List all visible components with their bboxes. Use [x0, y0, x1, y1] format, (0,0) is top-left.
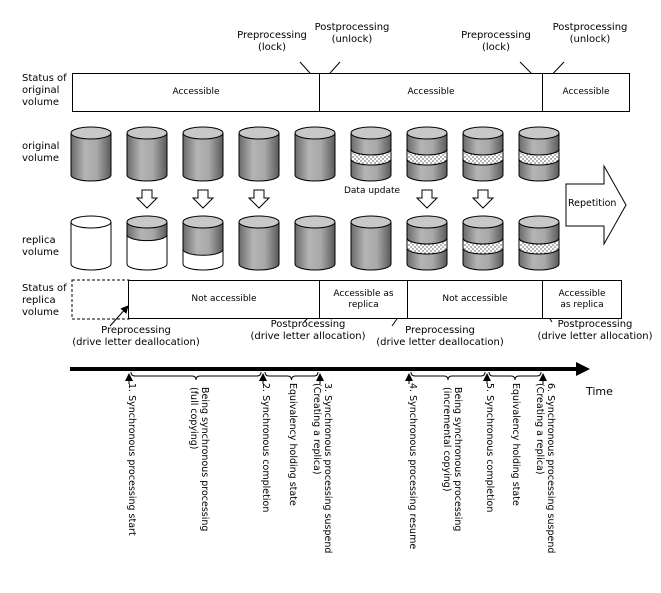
original-volume-cylinder-9	[518, 126, 560, 182]
original-volume-cylinder-6	[350, 126, 392, 182]
event-sync-processing-full: Being synchronous processing (full copyi…	[188, 387, 210, 532]
row-label-status-replica: Status of replica volume	[22, 283, 67, 318]
replica-volume-cylinder-9	[518, 215, 560, 271]
replica-volume-cylinder-8	[462, 215, 504, 271]
row-label-status-original: Status of original volume	[22, 73, 67, 108]
span-equivalency-2	[488, 371, 542, 381]
event-1-sync-start: 1. Synchronous processing start	[126, 383, 137, 536]
copy-arrow-2	[191, 189, 215, 209]
annotation-preprocessing-lock-1: Preprocessing (lock)	[237, 30, 307, 53]
annotation-preprocessing-dealloc-1: Preprocessing (drive letter deallocation…	[72, 325, 200, 348]
copy-arrow-1	[135, 189, 159, 209]
replica-volume-cylinder-5	[294, 215, 336, 271]
original-status-accessible-3: Accessible	[542, 73, 630, 112]
pointer-dealloc-1	[109, 305, 129, 327]
data-update-label: Data update	[343, 186, 401, 196]
original-volume-cylinder-5	[294, 126, 336, 182]
original-volume-cylinder-7	[406, 126, 448, 182]
original-volume-cylinder-3	[182, 126, 224, 182]
replica-status-accessible-1: Accessible as replica	[319, 280, 408, 319]
replica-volume-cylinder-1	[70, 215, 112, 271]
replica-volume-cylinder-4	[238, 215, 280, 271]
row-label-replica-volume: replica volume	[22, 235, 60, 258]
original-volume-cylinder-4	[238, 126, 280, 182]
original-volume-cylinder-1	[70, 126, 112, 182]
event-2-sync-completion: 2. Synchronous completion	[260, 383, 271, 513]
replica-status-initial-dashed	[71, 279, 130, 320]
annotation-preprocessing-dealloc-2: Preprocessing (drive letter deallocation…	[376, 325, 504, 348]
replica-status-not-accessible-2: Not accessible	[407, 280, 543, 319]
span-equivalency-1	[264, 371, 319, 381]
annotation-postprocessing-unlock-2: Postprocessing (unlock)	[552, 22, 628, 45]
original-status-accessible-2: Accessible	[319, 73, 543, 112]
copy-arrow-3	[247, 189, 271, 209]
span-incremental-copying	[410, 371, 486, 381]
replica-volume-cylinder-7	[406, 215, 448, 271]
annotation-postprocessing-alloc-1: Postprocessing (drive letter allocation)	[250, 319, 366, 342]
event-5-sync-completion: 5. Synchronous completion	[484, 383, 495, 513]
event-equivalency-1: Equivalency holding state	[287, 383, 298, 506]
copy-arrow-4	[415, 189, 439, 209]
replica-volume-cylinder-3	[182, 215, 224, 271]
original-volume-cylinder-2	[126, 126, 168, 182]
event-6-sync-suspend: 6. Synchronous processing suspend (Creat…	[534, 383, 556, 554]
original-status-accessible-1: Accessible	[72, 73, 320, 112]
annotation-postprocessing-alloc-2: Postprocessing (drive letter allocation)	[537, 319, 653, 342]
event-3-sync-suspend: 3. Synchronous processing suspend (Creat…	[311, 383, 333, 554]
replica-status-accessible-2: Accessible as replica	[542, 280, 622, 319]
replica-volume-cylinder-2	[126, 215, 168, 271]
event-4-sync-resume: 4. Synchronous processing resume	[407, 383, 418, 550]
event-equivalency-2: Equivalency holding state	[510, 383, 521, 506]
span-full-copying	[130, 371, 262, 381]
replica-volume-cylinder-6	[350, 215, 392, 271]
event-sync-processing-incremental: Being synchronous processing (incrementa…	[441, 387, 463, 532]
annotation-postprocessing-unlock-1: Postprocessing (unlock)	[314, 22, 390, 45]
row-label-original-volume: original volume	[22, 141, 60, 164]
repetition-arrow	[565, 164, 627, 246]
repetition-label: Repetition	[568, 198, 617, 209]
annotation-preprocessing-lock-2: Preprocessing (lock)	[461, 30, 531, 53]
copy-arrow-5	[471, 189, 495, 209]
timeline-arrowhead	[576, 362, 590, 376]
original-volume-cylinder-8	[462, 126, 504, 182]
time-axis-label: Time	[586, 385, 613, 398]
replica-status-not-accessible-1: Not accessible	[128, 280, 320, 319]
